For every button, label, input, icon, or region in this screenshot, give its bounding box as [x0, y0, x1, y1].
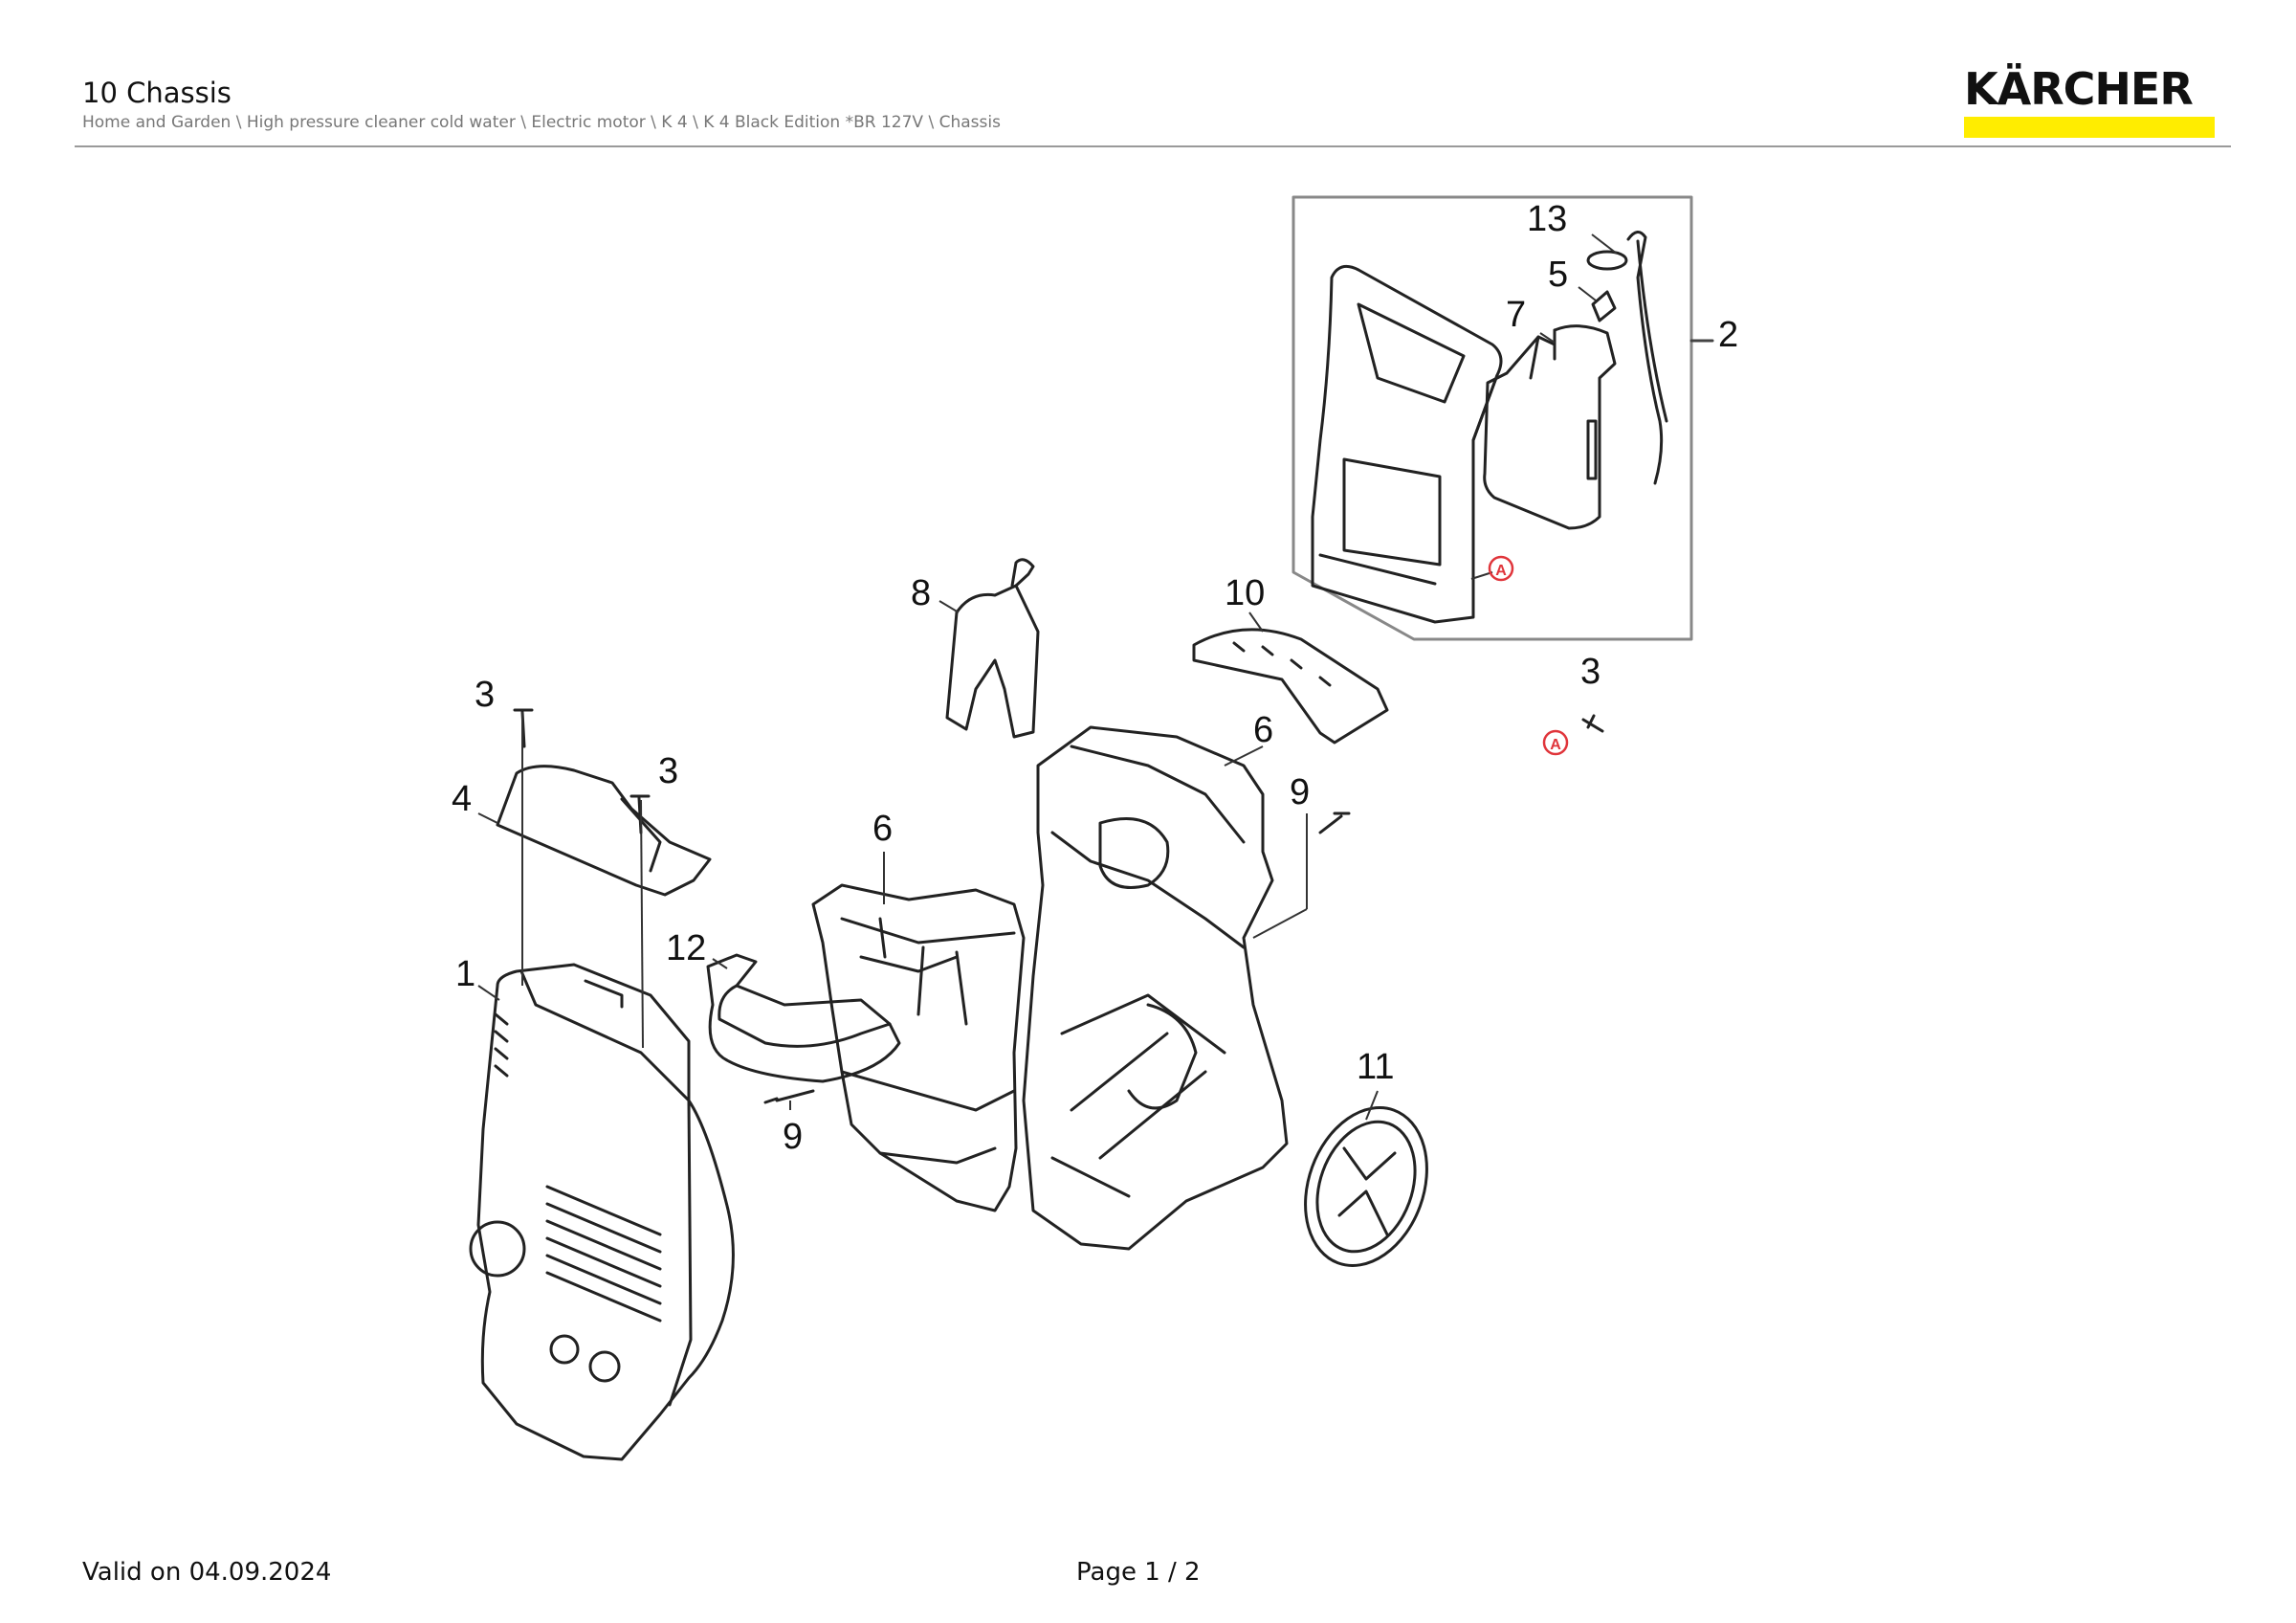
callout-2: 2 — [1718, 315, 1738, 355]
inner-frame-part — [811, 883, 1026, 1212]
callout-12: 12 — [666, 928, 706, 968]
suction-hose-part — [1626, 231, 1668, 485]
collar-part — [706, 953, 901, 1083]
valid-date: Valid on 04.09.2024 — [82, 1558, 332, 1587]
callout-4: 4 — [452, 779, 472, 819]
reference-marker-a — [1488, 555, 1514, 582]
leader-lines — [477, 233, 1618, 1121]
callout-9: 9 — [1290, 772, 1310, 812]
main-chassis-part — [1022, 725, 1289, 1251]
callout-3: 3 — [475, 675, 495, 715]
reference-marker-a-label: A — [1495, 563, 1507, 579]
callout-11: 11 — [1357, 1047, 1394, 1087]
logo-yellow-bar — [1964, 117, 2215, 138]
callout-6: 6 — [872, 809, 893, 849]
handle-frame-part — [1311, 264, 1503, 624]
hose-holder-part — [945, 558, 1040, 739]
reference-marker-a — [1542, 729, 1569, 756]
reference-marker-a-label: A — [1550, 737, 1561, 753]
callout-5: 5 — [1548, 255, 1568, 295]
wheel-part — [1304, 1106, 1428, 1267]
logo-wordmark: KÄRCHER — [1964, 63, 2194, 115]
callout-3: 3 — [1580, 652, 1601, 692]
callout-6: 6 — [1253, 710, 1273, 750]
callout-13: 13 — [1527, 199, 1567, 239]
callout-labels: 13 5 7 2 8 10 3 6 9 3 4 3 6 12 1 11 9 — [452, 199, 1738, 1157]
part-2-inset-box — [1292, 195, 1714, 641]
cover-strip-part — [1192, 628, 1389, 745]
header-rule — [75, 145, 2231, 147]
cap-and-filter-part — [1586, 250, 1628, 322]
callout-9: 9 — [783, 1117, 803, 1157]
callout-7: 7 — [1506, 295, 1526, 335]
page-title: 10 Chassis — [82, 77, 232, 109]
detergent-tank-part — [1483, 324, 1617, 530]
callout-8: 8 — [911, 573, 931, 613]
screws — [513, 708, 1604, 1104]
front-housing-part — [469, 963, 735, 1461]
callout-10: 10 — [1225, 573, 1265, 613]
callout-1: 1 — [455, 954, 475, 994]
page-number: Page 1 / 2 — [1076, 1558, 1201, 1587]
reference-markers: A A — [1488, 555, 1569, 756]
callout-3: 3 — [658, 751, 678, 791]
brand-logo: KÄRCHER — [1964, 65, 2215, 138]
breadcrumb: Home and Garden \ High pressure cleaner … — [82, 113, 1001, 132]
